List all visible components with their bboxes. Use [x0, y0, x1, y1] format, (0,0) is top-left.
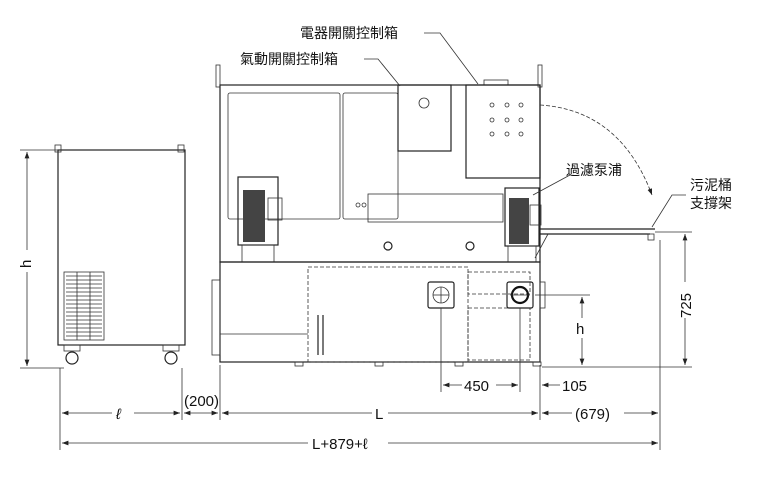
port-spacing-dimension: 450 [464, 378, 489, 395]
dimensions: ℓ (200) L (679) L+879+ℓ 450 105 h 725 [59, 231, 695, 453]
filter-pump-label: 過濾泵浦 [566, 163, 622, 179]
electrical-box-label: 電器開關控制箱 [300, 26, 398, 42]
pneumatic-box-label: 氣動開關控制箱 [240, 52, 338, 68]
filter-pump-motor [504, 187, 542, 263]
inlet-flange [427, 281, 455, 309]
tray-height-dimension: 725 [678, 293, 695, 318]
main-machine [211, 64, 546, 367]
total-length-dimension: L+879+ℓ [312, 436, 368, 453]
pneumatic-control-box [397, 84, 452, 152]
vent-grille [63, 271, 105, 341]
length-dimension: L [375, 406, 383, 423]
callouts: 電器開關控制箱 氣動開關控制箱 過濾泵浦 污泥桶 支撐架 [240, 26, 732, 228]
extension-dimension: (679) [575, 406, 610, 423]
cabinet-height-dimension: h [16, 149, 64, 369]
caster-wheels [63, 344, 180, 365]
coolant-cabinet [54, 144, 186, 365]
outlet-flange [506, 281, 534, 309]
gap-dimension: (200) [184, 393, 219, 410]
sludge-stand-label-2: 支撐架 [690, 196, 732, 212]
sludge-bucket-stand [534, 104, 655, 259]
cabinet-height-label: h [18, 260, 35, 268]
ell-dimension: ℓ [115, 406, 122, 423]
port-offset-dimension: 105 [562, 378, 587, 395]
motor-left [237, 176, 283, 263]
electrical-control-box [465, 84, 541, 179]
port-height-dimension: h [576, 321, 584, 338]
sludge-stand-label-1: 污泥桶 [690, 178, 732, 194]
